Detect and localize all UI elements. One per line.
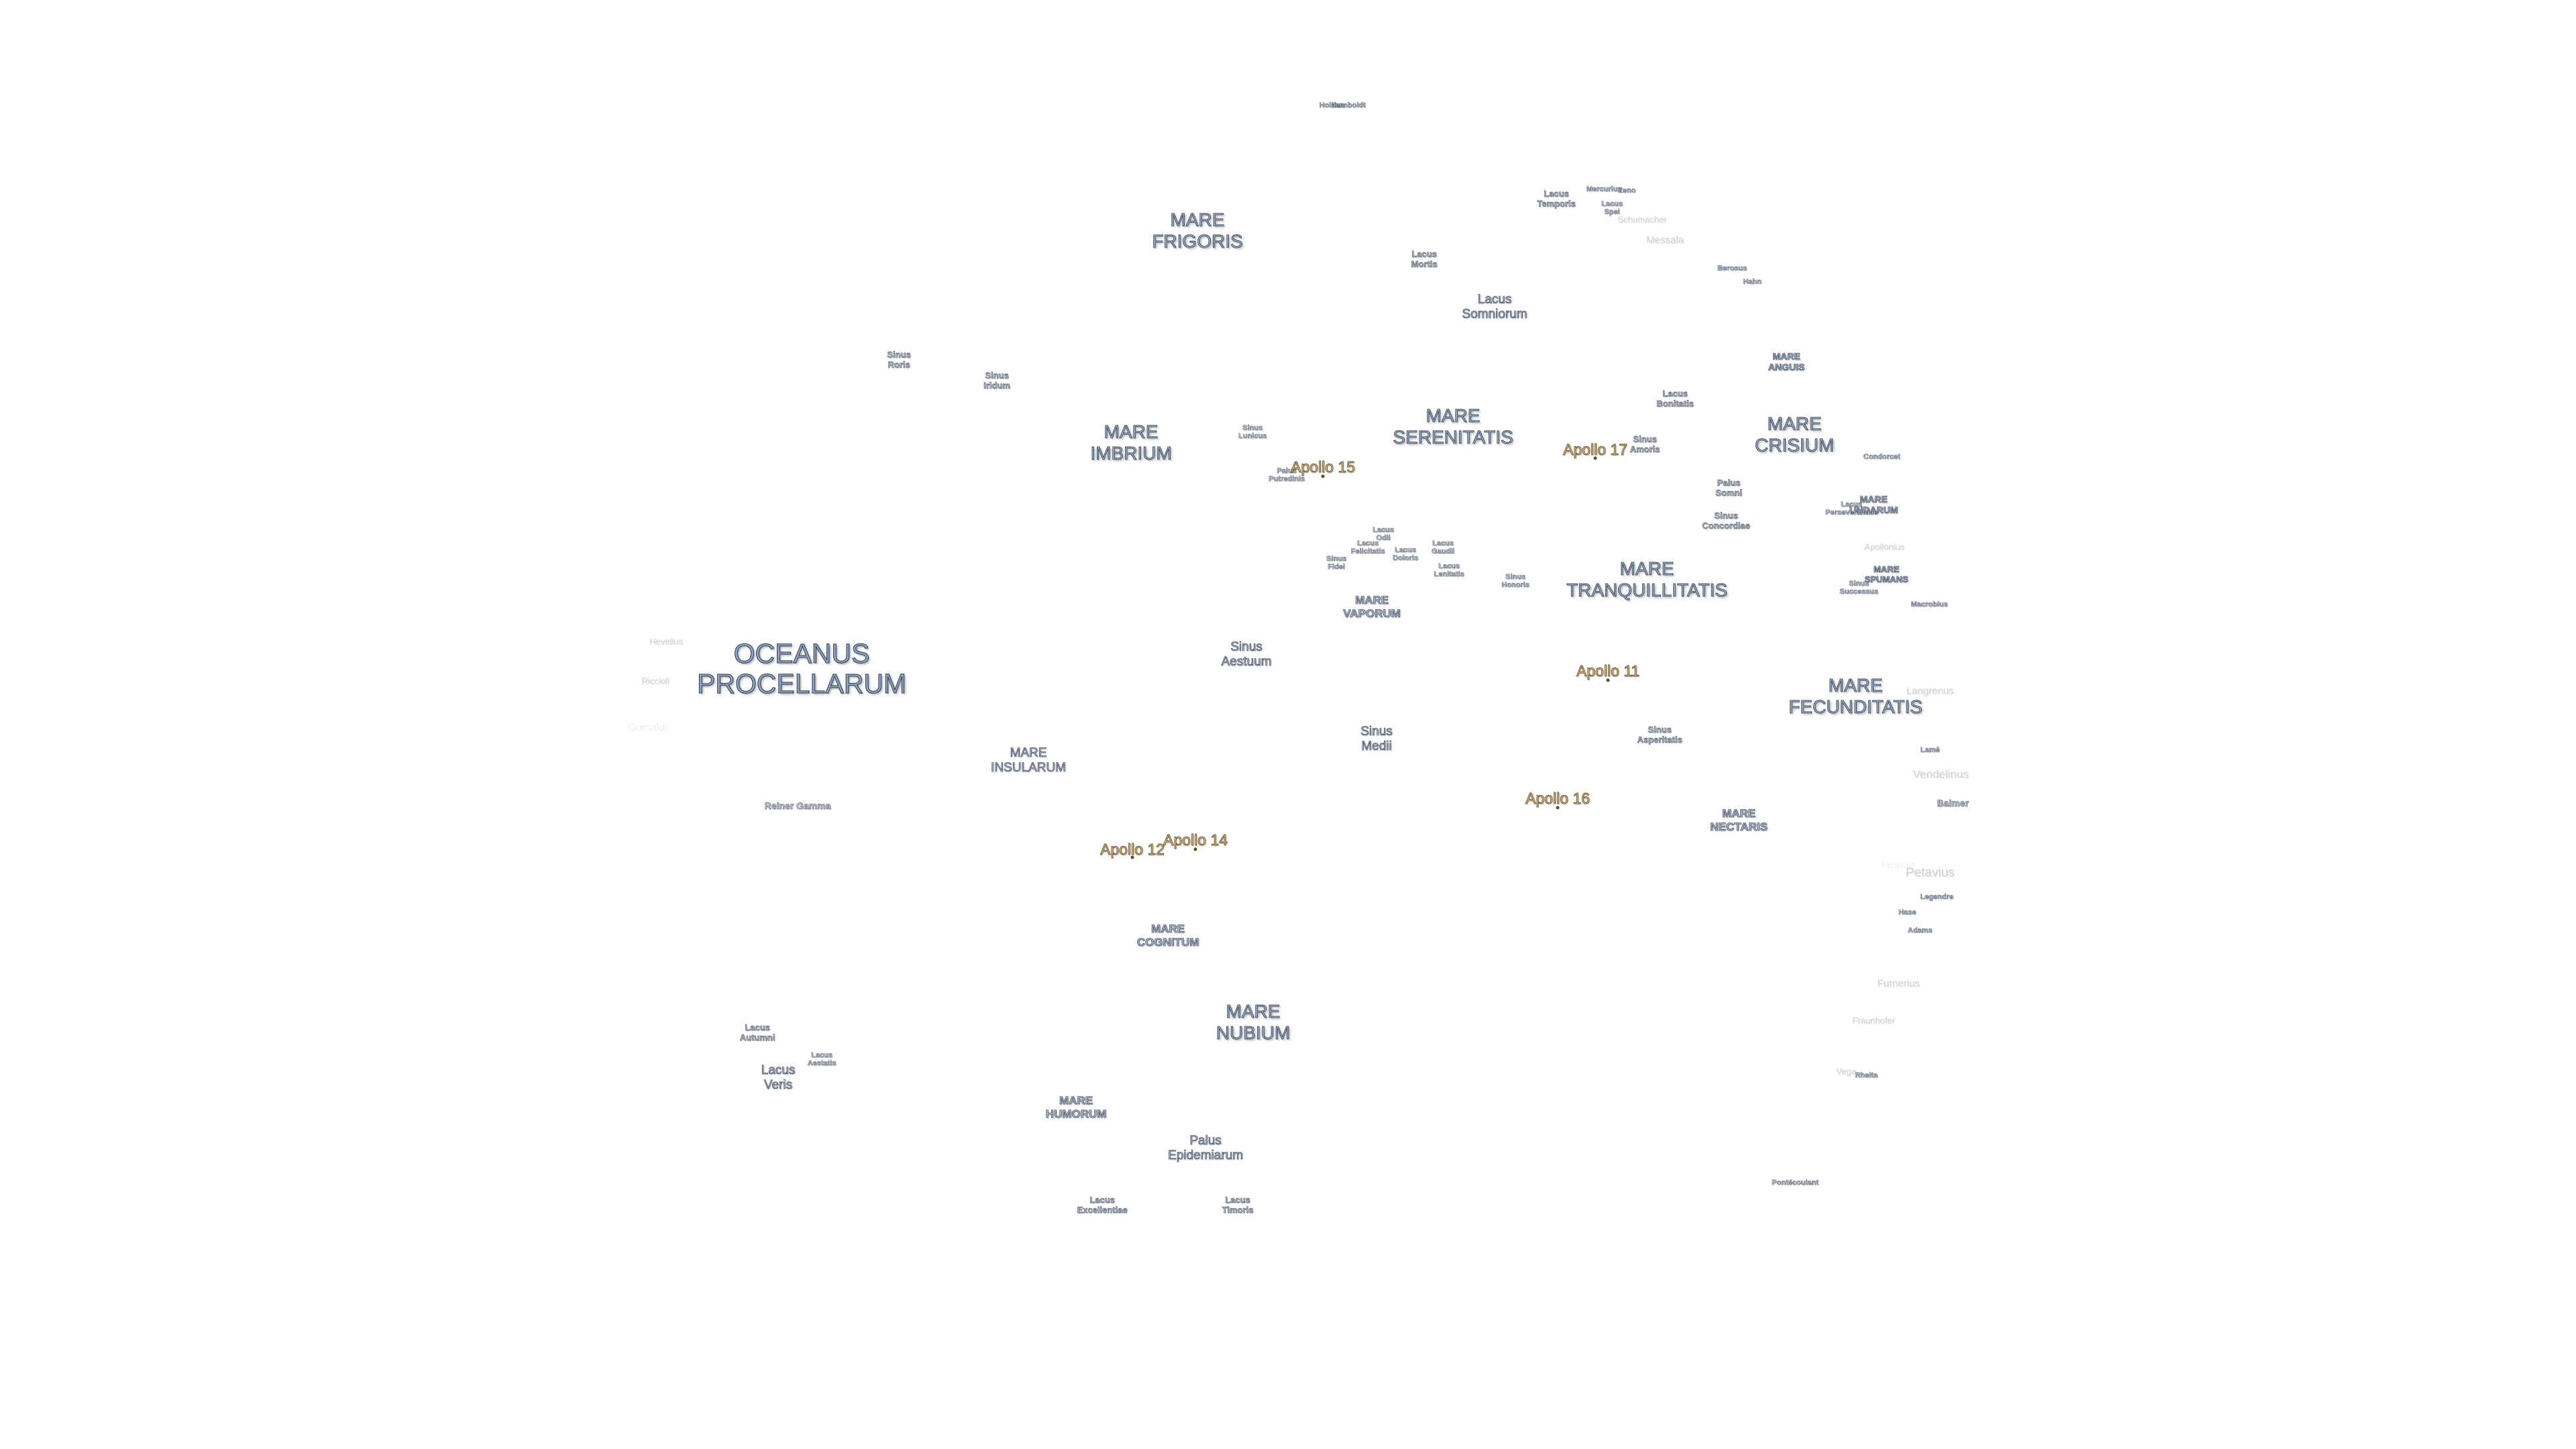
map-label-apollo-11[interactable]: Apollo 11 xyxy=(1576,662,1640,680)
map-label-rheita[interactable]: Rheita xyxy=(1855,1071,1878,1079)
map-label-hahn[interactable]: Hahn xyxy=(1743,278,1762,286)
map-label-lacus-excellentiae[interactable]: Lacus Excellentiae xyxy=(1077,1195,1128,1215)
map-label-petavius-rim[interactable]: Petavius xyxy=(1905,865,1955,880)
map-label-hase[interactable]: Hase xyxy=(1898,908,1917,916)
map-label-lacus-autumni[interactable]: Lacus Autumni xyxy=(739,1022,775,1042)
apollo-16-marker-icon[interactable] xyxy=(1556,806,1560,810)
map-label-sinus-iridum[interactable]: Sinus Iridum xyxy=(983,370,1010,390)
map-label-lacus-odii[interactable]: Lacus Odii xyxy=(1373,526,1394,542)
apollo-15-marker-icon[interactable] xyxy=(1321,474,1325,478)
map-label-holden[interactable]: Holden xyxy=(1319,101,1344,109)
map-label-mare-cognitum[interactable]: MARE COGNITUM xyxy=(1136,922,1199,949)
map-label-mare-humorum[interactable]: MARE HUMORUM xyxy=(1045,1094,1107,1121)
map-label-pontecoulant[interactable]: Pontécoulant xyxy=(1772,1179,1819,1187)
map-label-lacus-bonitatis[interactable]: Lacus Bonitatis xyxy=(1656,388,1694,409)
map-label-mare-tranquillitatis[interactable]: MARE TRANQUILLITATIS xyxy=(1566,558,1728,601)
map-label-petavius[interactable]: Petavius xyxy=(1882,859,1915,870)
map-label-mercurius[interactable]: Mercurius xyxy=(1586,185,1622,193)
map-label-palus-somni[interactable]: Palus Somni xyxy=(1715,478,1742,498)
map-label-vega[interactable]: Vega xyxy=(1836,1066,1856,1077)
map-label-sinus-honoris[interactable]: Sinus Honoris xyxy=(1501,573,1529,589)
map-label-apollo-17[interactable]: Apollo 17 xyxy=(1563,441,1628,459)
map-label-lacus-perseverantiae[interactable]: Lacus Perseverantiae xyxy=(1825,500,1878,517)
map-label-sinus-roris[interactable]: Sinus Roris xyxy=(887,350,911,370)
map-label-sinus-amoris[interactable]: Sinus Amoris xyxy=(1629,434,1660,454)
map-label-lacus-somniorum[interactable]: Lacus Somniorum xyxy=(1462,292,1527,322)
map-label-sinus-fidei[interactable]: Sinus Fidei xyxy=(1326,555,1346,571)
map-label-legendre[interactable]: Legendre xyxy=(1920,893,1953,901)
map-label-macrobius[interactable]: Macrobius xyxy=(1911,600,1948,608)
map-label-zeno[interactable]: Zeno xyxy=(1617,186,1636,195)
map-label-apollo-14[interactable]: Apollo 14 xyxy=(1163,831,1228,849)
map-label-apollonius[interactable]: Apollonius xyxy=(1864,541,1904,552)
map-label-schumacher[interactable]: Schumacher xyxy=(1617,214,1667,225)
map-label-lacus-doloris[interactable]: Lacus Doloris xyxy=(1393,546,1418,562)
map-label-apollo-16[interactable]: Apollo 16 xyxy=(1525,790,1591,808)
map-label-riccioli[interactable]: Riccioli xyxy=(641,676,669,686)
map-label-lacus-timoris[interactable]: Lacus Timoris xyxy=(1222,1195,1254,1215)
map-label-sinus-successus[interactable]: Sinus Successus xyxy=(1839,580,1878,596)
apollo-17-marker-icon[interactable] xyxy=(1593,456,1597,460)
map-label-mare-nectaris[interactable]: MARE NECTARIS xyxy=(1710,807,1768,834)
map-label-lacus-mortis[interactable]: Lacus Mortis xyxy=(1411,249,1438,269)
map-label-reiner-gamma[interactable]: Reiner Gamma xyxy=(764,800,831,811)
apollo-11-marker-icon[interactable] xyxy=(1606,678,1610,682)
map-label-vendelinus[interactable]: Vendelinus xyxy=(1913,767,1969,781)
map-label-apollo-15[interactable]: Apollo 15 xyxy=(1291,458,1356,476)
map-label-lacus-spei[interactable]: Lacus Spei xyxy=(1601,200,1623,216)
map-label-mare-nubium[interactable]: MARE NUBIUM xyxy=(1216,1001,1291,1044)
map-label-langrenus[interactable]: Langrenus xyxy=(1906,685,1954,697)
map-label-palus-putredinis[interactable]: Palus Putredinis xyxy=(1269,467,1305,483)
map-label-lacus-veris[interactable]: Lacus Veris xyxy=(761,1063,796,1093)
map-label-furnerius[interactable]: Furnerius xyxy=(1877,977,1920,989)
map-label-sinus-aestuum[interactable]: Sinus Aestuum xyxy=(1221,640,1272,669)
map-label-mare-spumans[interactable]: MARE SPUMANS xyxy=(1864,564,1909,585)
map-label-humboldt[interactable]: Humboldt xyxy=(1331,101,1366,109)
map-label-adams[interactable]: Adams xyxy=(1907,926,1933,934)
map-label-fraunhofer[interactable]: Fraunhofer xyxy=(1852,1015,1895,1026)
apollo-14-marker-icon[interactable] xyxy=(1193,847,1197,851)
map-label-sinus-asperitatis[interactable]: Sinus Asperitatis xyxy=(1637,724,1682,745)
map-label-lacus-lenitatis[interactable]: Lacus Lenitatis xyxy=(1434,562,1464,578)
map-label-mare-insularum[interactable]: MARE INSULARUM xyxy=(991,746,1067,775)
map-label-lacus-aestatis[interactable]: Lacus Aestatis xyxy=(807,1051,837,1067)
map-label-sinus-concordiae[interactable]: Sinus Concordiae xyxy=(1702,511,1750,531)
map-label-lacus-temporis[interactable]: Lacus Temporis xyxy=(1537,189,1576,209)
map-label-apollo-12[interactable]: Apollo 12 xyxy=(1100,841,1165,859)
map-label-grimaldi[interactable]: Grimaldi xyxy=(627,722,667,734)
map-label-mare-vaporum[interactable]: MARE VAPORUM xyxy=(1343,594,1401,621)
map-label-lame[interactable]: Lamé xyxy=(1920,746,1940,754)
map-label-condorcet[interactable]: Condorcet xyxy=(1863,453,1900,461)
map-label-lacus-gaudii[interactable]: Lacus Gaudii xyxy=(1431,539,1455,555)
map-label-sinus-lunicus[interactable]: Sinus Lunicus xyxy=(1238,424,1267,440)
map-label-mare-fecunditatis[interactable]: MARE FECUNDITATIS xyxy=(1788,675,1923,718)
map-label-messala[interactable]: Messala xyxy=(1646,234,1684,246)
map-label-oceanus-procellarum[interactable]: OCEANUS PROCELLARUM xyxy=(696,638,907,699)
map-label-berosus[interactable]: Berosus xyxy=(1717,264,1748,272)
map-label-mare-anguis[interactable]: MARE ANGUIS xyxy=(1768,351,1805,373)
map-label-balmer[interactable]: Balmer xyxy=(1937,798,1969,808)
map-label-mare-serenitatis[interactable]: MARE SERENITATIS xyxy=(1393,405,1513,448)
map-label-mare-crisium[interactable]: MARE CRISIUM xyxy=(1754,413,1835,456)
map-label-sinus-medii[interactable]: Sinus Medii xyxy=(1360,724,1393,754)
apollo-12-marker-icon[interactable] xyxy=(1130,855,1134,859)
map-label-mare-undarum[interactable]: MARE UNDARUM xyxy=(1849,494,1898,516)
map-label-lacus-felicitatis[interactable]: Lacus Felicitatis xyxy=(1350,539,1385,555)
map-label-mare-imbrium[interactable]: MARE IMBRIUM xyxy=(1090,421,1172,464)
map-label-mare-frigoris[interactable]: MARE FRIGORIS xyxy=(1152,209,1243,252)
map-label-hevelius[interactable]: Hevelius xyxy=(649,636,683,647)
map-label-palus-epidemiarum[interactable]: Palus Epidemiarum xyxy=(1168,1134,1244,1163)
